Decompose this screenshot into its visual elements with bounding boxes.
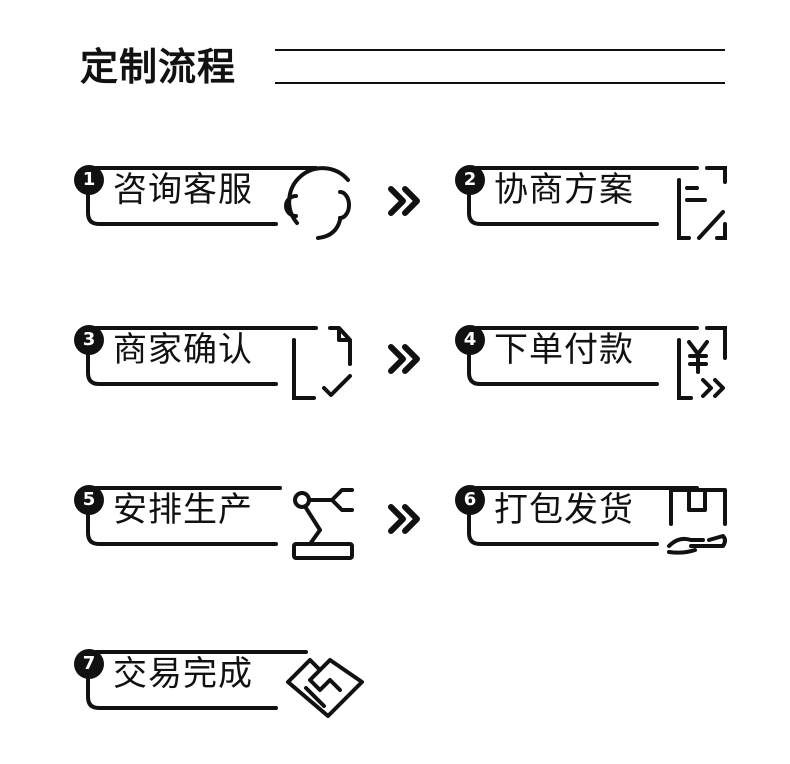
step-label: 下单付款 [494,330,634,370]
step-frame [86,326,318,386]
step-number-badge: 4 [455,325,485,355]
step-7: 7 交易完成 [74,644,364,724]
step-frame [467,166,699,226]
title-rule-bottom [275,82,725,84]
document-check-icon [292,326,352,400]
step-label: 打包发货 [494,490,634,530]
double-chevron-right-icon [388,186,420,216]
step-2: 2 协商方案 [455,160,735,240]
headset-icon [284,166,351,240]
double-chevron-right-icon [388,344,420,374]
step-number-badge: 6 [455,485,485,515]
step-label: 咨询客服 [113,170,253,210]
step-label: 商家确认 [113,330,253,370]
step-number-badge: 1 [74,165,104,195]
step-label: 协商方案 [494,170,634,210]
step-4: 4 下单付款 [455,320,735,400]
yuan-payment-icon [677,326,727,400]
step-number-badge: 2 [455,165,485,195]
step-number-badge: 3 [74,325,104,355]
step-label: 安排生产 [113,490,253,530]
step-frame [86,650,308,710]
step-1: 1 咨询客服 [74,160,354,240]
page-title: 定制流程 [80,45,237,89]
step-5: 5 安排生产 [74,480,354,560]
double-chevron-right-icon [388,504,420,534]
plan-document-icon [677,166,727,240]
title-rule-top [275,49,725,51]
step-frame [86,486,282,546]
step-label: 交易完成 [113,654,253,694]
step-frame [467,486,699,546]
step-number-badge: 7 [74,649,104,679]
step-3: 3 商家确认 [74,320,354,400]
robot-arm-icon [292,488,354,560]
step-frame [467,326,699,386]
handshake-icon [286,658,364,718]
step-frame [86,166,318,226]
step-number-badge: 5 [74,485,104,515]
step-6: 6 打包发货 [455,480,735,560]
package-hand-icon [667,488,727,555]
